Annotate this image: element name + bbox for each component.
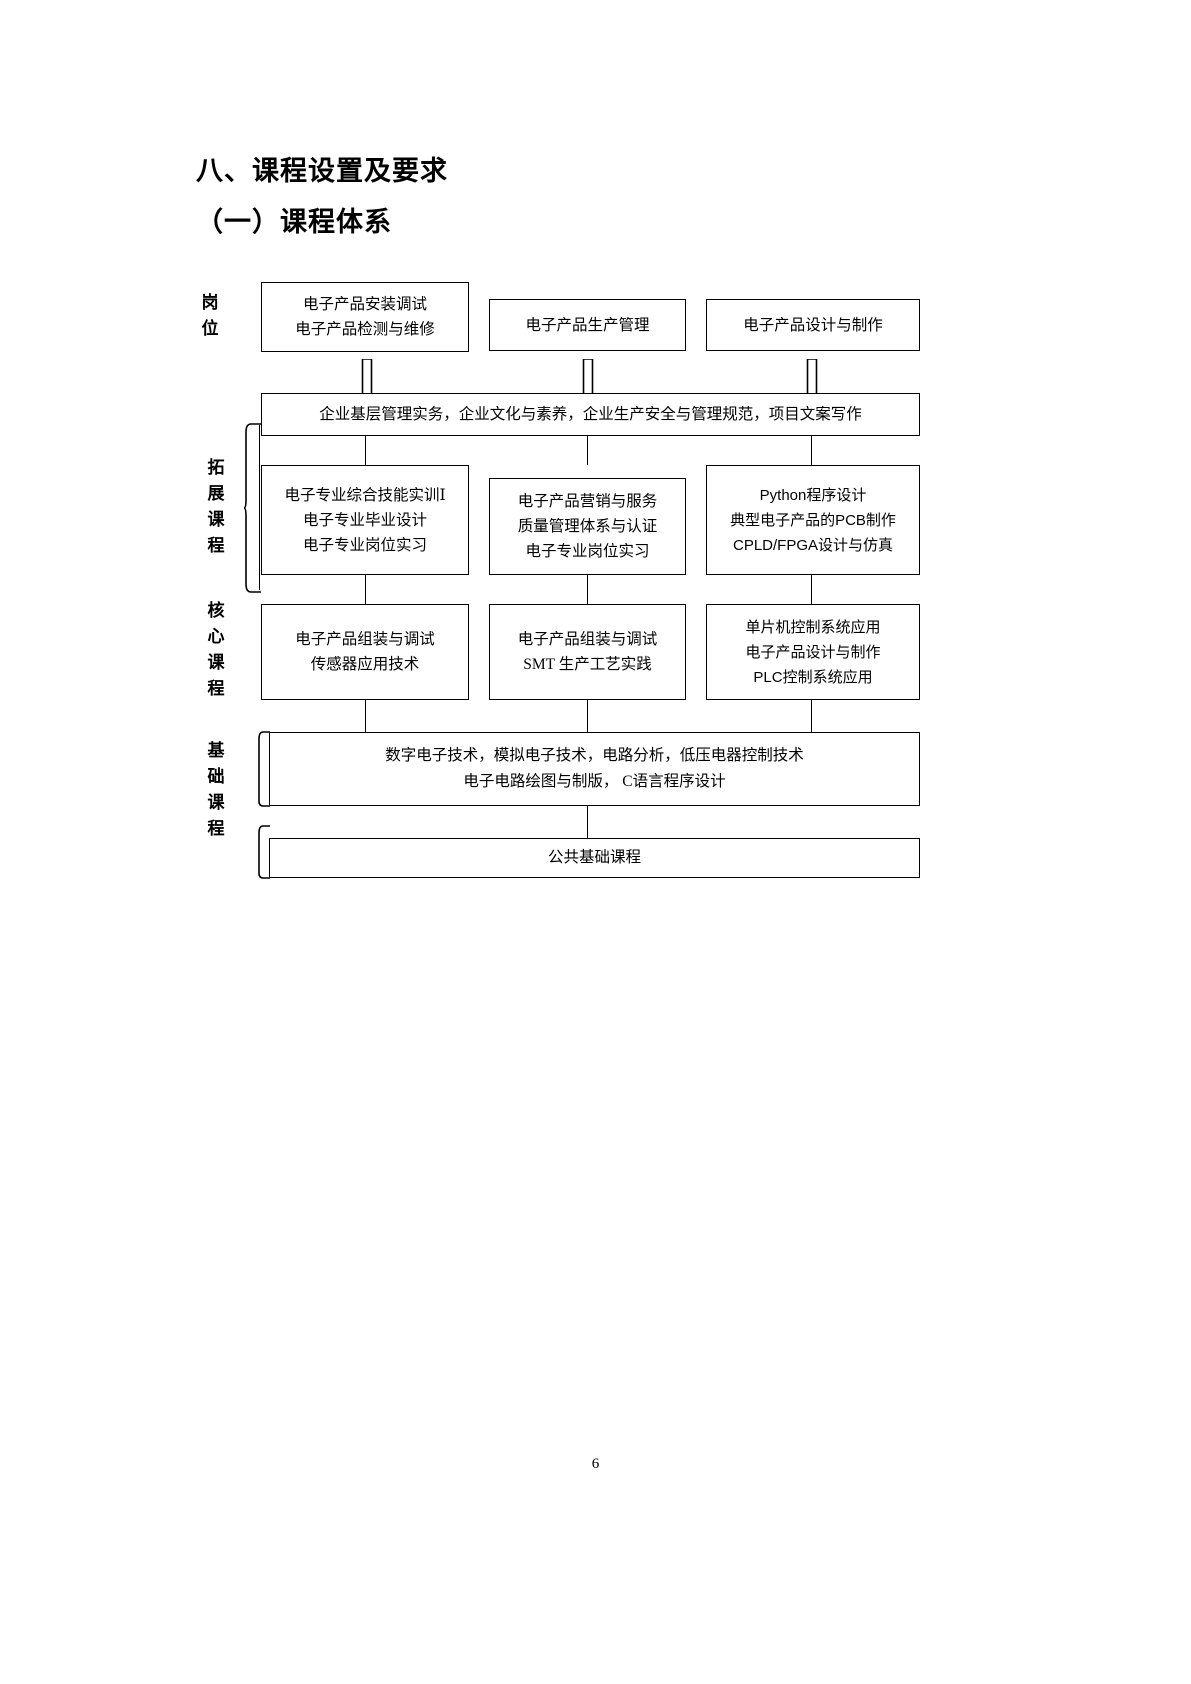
- basic-courses-bar: 数字电子技术，模拟电子技术，电路分析，低压电器控制技术 电子电路绘图与制版， C…: [269, 732, 920, 806]
- connector-extension-to-core-1: [365, 575, 366, 604]
- connector-bar-to-extension-2: [587, 436, 588, 465]
- connector-basic-to-public: [587, 806, 588, 838]
- post-box-2: 电子产品生产管理: [489, 299, 686, 351]
- extension-box-2: 电子产品营销与服务 质量管理体系与认证 电子专业岗位实习: [489, 478, 686, 575]
- core-box-3: 单片机控制系统应用 电子产品设计与制作 PLC控制系统应用: [706, 604, 920, 700]
- public-basic-courses-bar: 公共基础课程: [269, 838, 920, 878]
- connector-core-to-basic-1: [365, 700, 366, 732]
- extension-brace: [243, 422, 263, 594]
- extension-box-3: Python程序设计 典型电子产品的PCB制作 CPLD/FPGA设计与仿真: [706, 465, 920, 575]
- connector-bar-to-extension-3: [811, 436, 812, 465]
- connector-core-to-basic-3: [811, 700, 812, 732]
- post-box-1: 电子产品安装调试 电子产品检测与维修: [261, 282, 469, 352]
- connector-bar-to-extension-1: [365, 436, 366, 465]
- post-box-3: 电子产品设计与制作: [706, 299, 920, 351]
- management-courses-bar: 企业基层管理实务，企业文化与素养，企业生产安全与管理规范，项目文案写作: [261, 393, 920, 436]
- connector-extension-to-core-3: [811, 575, 812, 604]
- row-label-core: 核 心 课 程: [207, 601, 225, 698]
- connector-extension-to-core-2: [587, 575, 588, 604]
- connector-core-to-basic-2: [587, 700, 588, 732]
- row-label-basic: 基 础 课 程: [207, 741, 225, 838]
- extension-box-1: 电子专业综合技能实训Ⅰ 电子专业毕业设计 电子专业岗位实习: [261, 465, 469, 575]
- section-subtitle: （一）课程体系: [196, 207, 392, 237]
- core-box-2: 电子产品组装与调试 SMT 生产工艺实践: [489, 604, 686, 700]
- extension-left-rail: [259, 425, 260, 590]
- page-title: 八、课程设置及要求: [196, 156, 448, 186]
- basic-brace-lower: [256, 824, 272, 880]
- page-number: 6: [591, 1456, 600, 1472]
- row-label-extension: 拓 展 课 程: [207, 458, 225, 555]
- row-label-post: 岗 位: [201, 293, 219, 338]
- basic-brace-upper: [256, 730, 272, 808]
- core-box-1: 电子产品组装与调试 传感器应用技术: [261, 604, 469, 700]
